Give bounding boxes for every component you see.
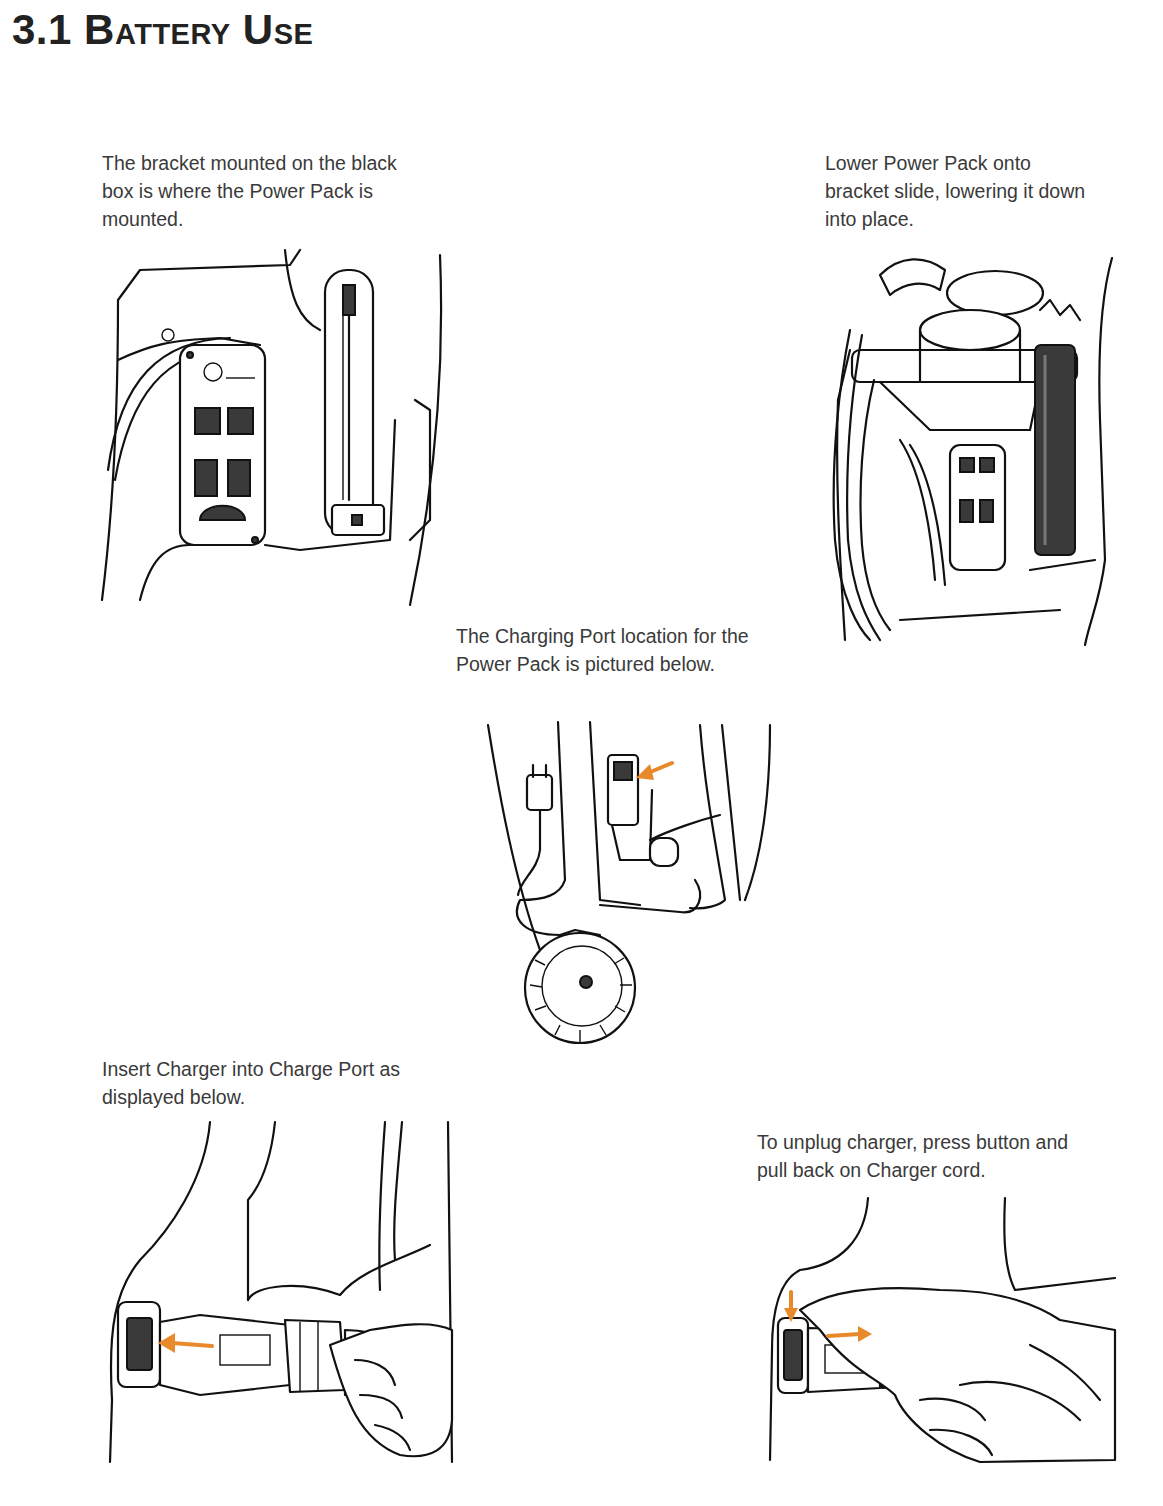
charging-port-illustration (590, 722, 640, 905)
lowering-illustration (960, 500, 973, 522)
bracket-illustration (352, 515, 362, 525)
unplug-charger-illustration (784, 1330, 802, 1380)
charging-port-illustration (525, 933, 635, 1043)
charging-port-illustration (650, 838, 678, 866)
charging-port-illustration (560, 930, 600, 935)
lowering-illustration (861, 380, 891, 630)
bracket-illustration (325, 270, 373, 535)
unplug-charger-illustration (1030, 1345, 1100, 1400)
unplug-charger-illustration (960, 1382, 1080, 1420)
unplug-charger-illustration (778, 1318, 808, 1393)
caption-text: Lower Power Pack onto bracket slide, low… (825, 149, 1087, 233)
bracket-illustration (285, 250, 320, 330)
bracket-illustration (200, 506, 245, 520)
charging-port-illustration (527, 775, 552, 810)
lowering-illustration (900, 560, 1095, 620)
charging-port-illustration (636, 764, 654, 780)
bracket-illustration (410, 400, 430, 540)
bracket-illustration (195, 460, 217, 496)
lowering-illustration (1085, 258, 1112, 645)
bracket-illustration (195, 408, 220, 434)
insert-charger-illustration (248, 1245, 430, 1300)
bracket-illustration (226, 377, 255, 378)
insert-charger-illustration (317, 1322, 318, 1392)
charging-port-illustration (518, 810, 540, 895)
insert-charger-illustration (355, 1360, 410, 1450)
lowering-illustration (980, 458, 994, 472)
charging-port-illustration (532, 765, 534, 777)
charging-port-illustration (608, 755, 638, 825)
unplug-charger-illustration (1004, 1198, 1115, 1290)
charging-port-illustration (614, 762, 632, 780)
caption-text: Insert Charger into Charge Port as displ… (102, 1055, 442, 1111)
bracket-illustration (252, 537, 258, 543)
bracket-illustration (102, 250, 300, 600)
caption-text: The bracket mounted on the black box is … (102, 149, 420, 233)
insert-charger-illustration (158, 1333, 175, 1353)
unplug-charger-illustration (789, 1292, 793, 1310)
insert-charger-illustration (110, 1122, 452, 1462)
charging-port-illustration (612, 790, 652, 860)
unplug-charger-illustration (784, 1308, 798, 1322)
lowering-illustration (1040, 300, 1080, 320)
bracket-illustration (332, 505, 384, 535)
unplug-charger-illustration (858, 1326, 872, 1342)
bracket-illustration (228, 408, 253, 434)
lowering-illustration (947, 271, 1043, 315)
bracket-illustration (348, 285, 350, 500)
insert-charger-illustration (118, 1302, 160, 1387)
unplug-charger-illustration (828, 1334, 860, 1336)
bracket-illustration (204, 363, 222, 381)
bracket-illustration (102, 250, 441, 605)
charging-port-illustration (517, 722, 565, 935)
insert-charger-illustration (299, 1322, 300, 1392)
lowering-illustration (980, 500, 993, 522)
bracket-illustration (187, 352, 193, 358)
insert-charger-illustration (394, 1122, 402, 1260)
lowering-illustration (834, 330, 870, 640)
lowering-illustration (847, 335, 880, 640)
bracket-illustration (265, 420, 395, 550)
charging-port-illustration (530, 958, 632, 1042)
charging-port-illustration (542, 946, 622, 1026)
charging-port-illustration (488, 722, 770, 1043)
bracket-illustration (342, 285, 343, 500)
caption-text: The Charging Port location for the Power… (456, 622, 776, 678)
lowering-illustration (920, 310, 1020, 350)
charging-port-illustration (580, 976, 592, 988)
lowering-illustration (880, 259, 945, 295)
lowering-illustration (920, 330, 1020, 382)
insert-charger-illustration (248, 1122, 275, 1300)
unplug-charger-illustration (920, 1399, 992, 1455)
unplug-charger-illustration (770, 1198, 1115, 1462)
caption-text: To unplug charger, press button and pull… (757, 1128, 1097, 1184)
lowering-illustration (960, 458, 974, 472)
lowering-illustration (950, 445, 1005, 570)
charging-port-illustration (600, 880, 700, 912)
unplug-charger-illustration (800, 1288, 1115, 1462)
lowering-illustration (1044, 355, 1047, 545)
lowering-illustration (834, 258, 1112, 645)
bracket-illustration (140, 545, 190, 600)
charging-port-illustration (650, 815, 720, 840)
lowering-illustration (880, 382, 1040, 430)
bracket-illustration (162, 329, 174, 341)
section-title: 3.1 Battery Use (12, 6, 313, 54)
insert-charger-illustration (110, 1122, 210, 1462)
insert-charger-illustration (127, 1318, 152, 1370)
lowering-illustration (1035, 345, 1075, 555)
insert-charger-illustration (160, 1315, 290, 1395)
insert-charger-illustration (172, 1343, 212, 1346)
insert-charger-illustration (220, 1335, 270, 1365)
insert-charger-illustration (330, 1324, 452, 1456)
bracket-illustration (343, 285, 355, 315)
charging-port-illustration (722, 725, 770, 900)
charging-port-illustration (545, 765, 547, 777)
bracket-illustration (410, 255, 441, 605)
bracket-illustration (180, 345, 265, 545)
bracket-illustration (228, 460, 250, 496)
charging-port-illustration (488, 725, 540, 950)
lowering-illustration (900, 440, 945, 585)
